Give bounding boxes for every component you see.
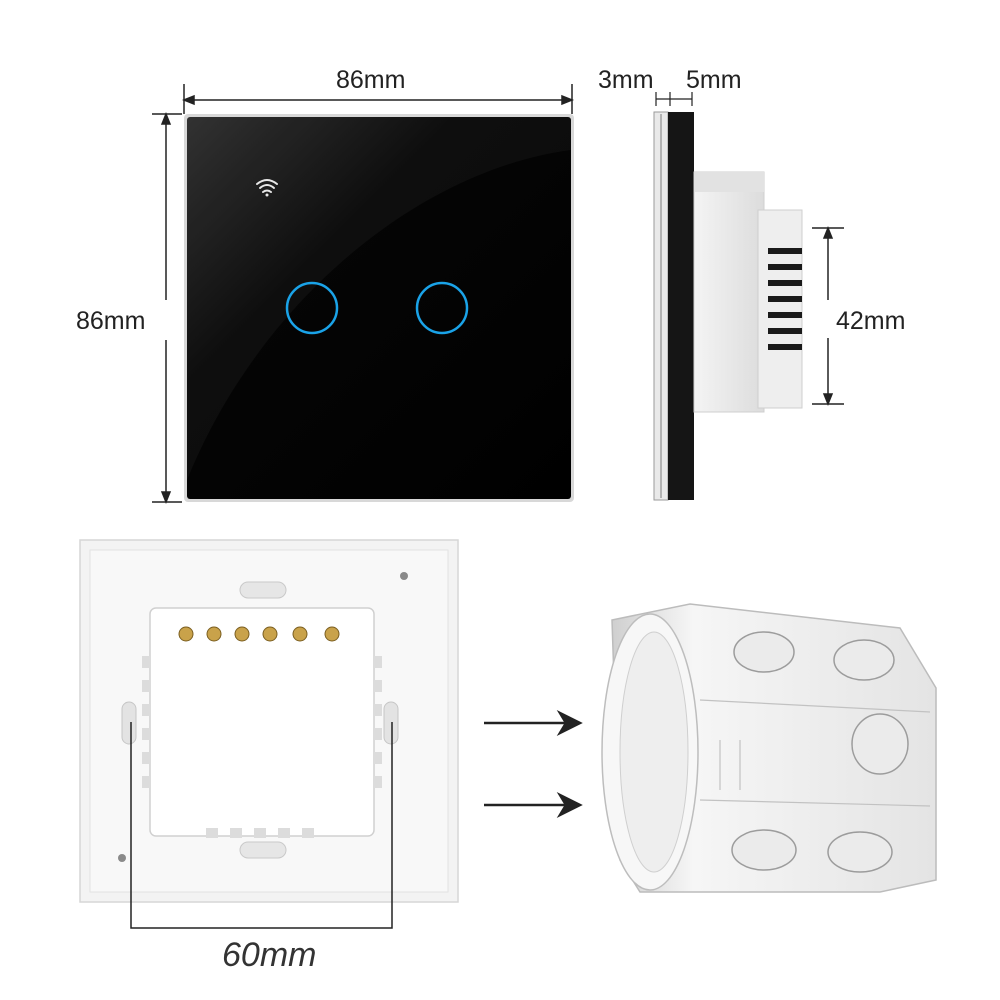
mount-spacing-dimension bbox=[130, 722, 393, 929]
touch-button-right-icon bbox=[415, 281, 469, 335]
front-height-dimension bbox=[152, 111, 182, 505]
touch-button-left-icon bbox=[285, 281, 339, 335]
mount-spacing-label: 60mm bbox=[222, 936, 317, 974]
back-depth-dimension bbox=[812, 225, 844, 407]
terminal-screws bbox=[178, 626, 340, 642]
frame-thickness-label: 5mm bbox=[686, 66, 742, 94]
back-plate bbox=[79, 539, 459, 903]
front-width-label: 86mm bbox=[336, 66, 406, 94]
wifi-icon bbox=[256, 179, 278, 197]
glass-thickness-label: 3mm bbox=[598, 66, 654, 94]
junction-box bbox=[601, 603, 937, 893]
back-depth-label: 42mm bbox=[836, 307, 906, 335]
side-view bbox=[653, 92, 803, 501]
arrow-right-icon bbox=[484, 791, 583, 819]
arrow-right-icon bbox=[484, 709, 583, 737]
front-panel bbox=[184, 114, 574, 502]
front-height-label: 86mm bbox=[76, 307, 146, 335]
front-width-dimension bbox=[181, 84, 575, 114]
